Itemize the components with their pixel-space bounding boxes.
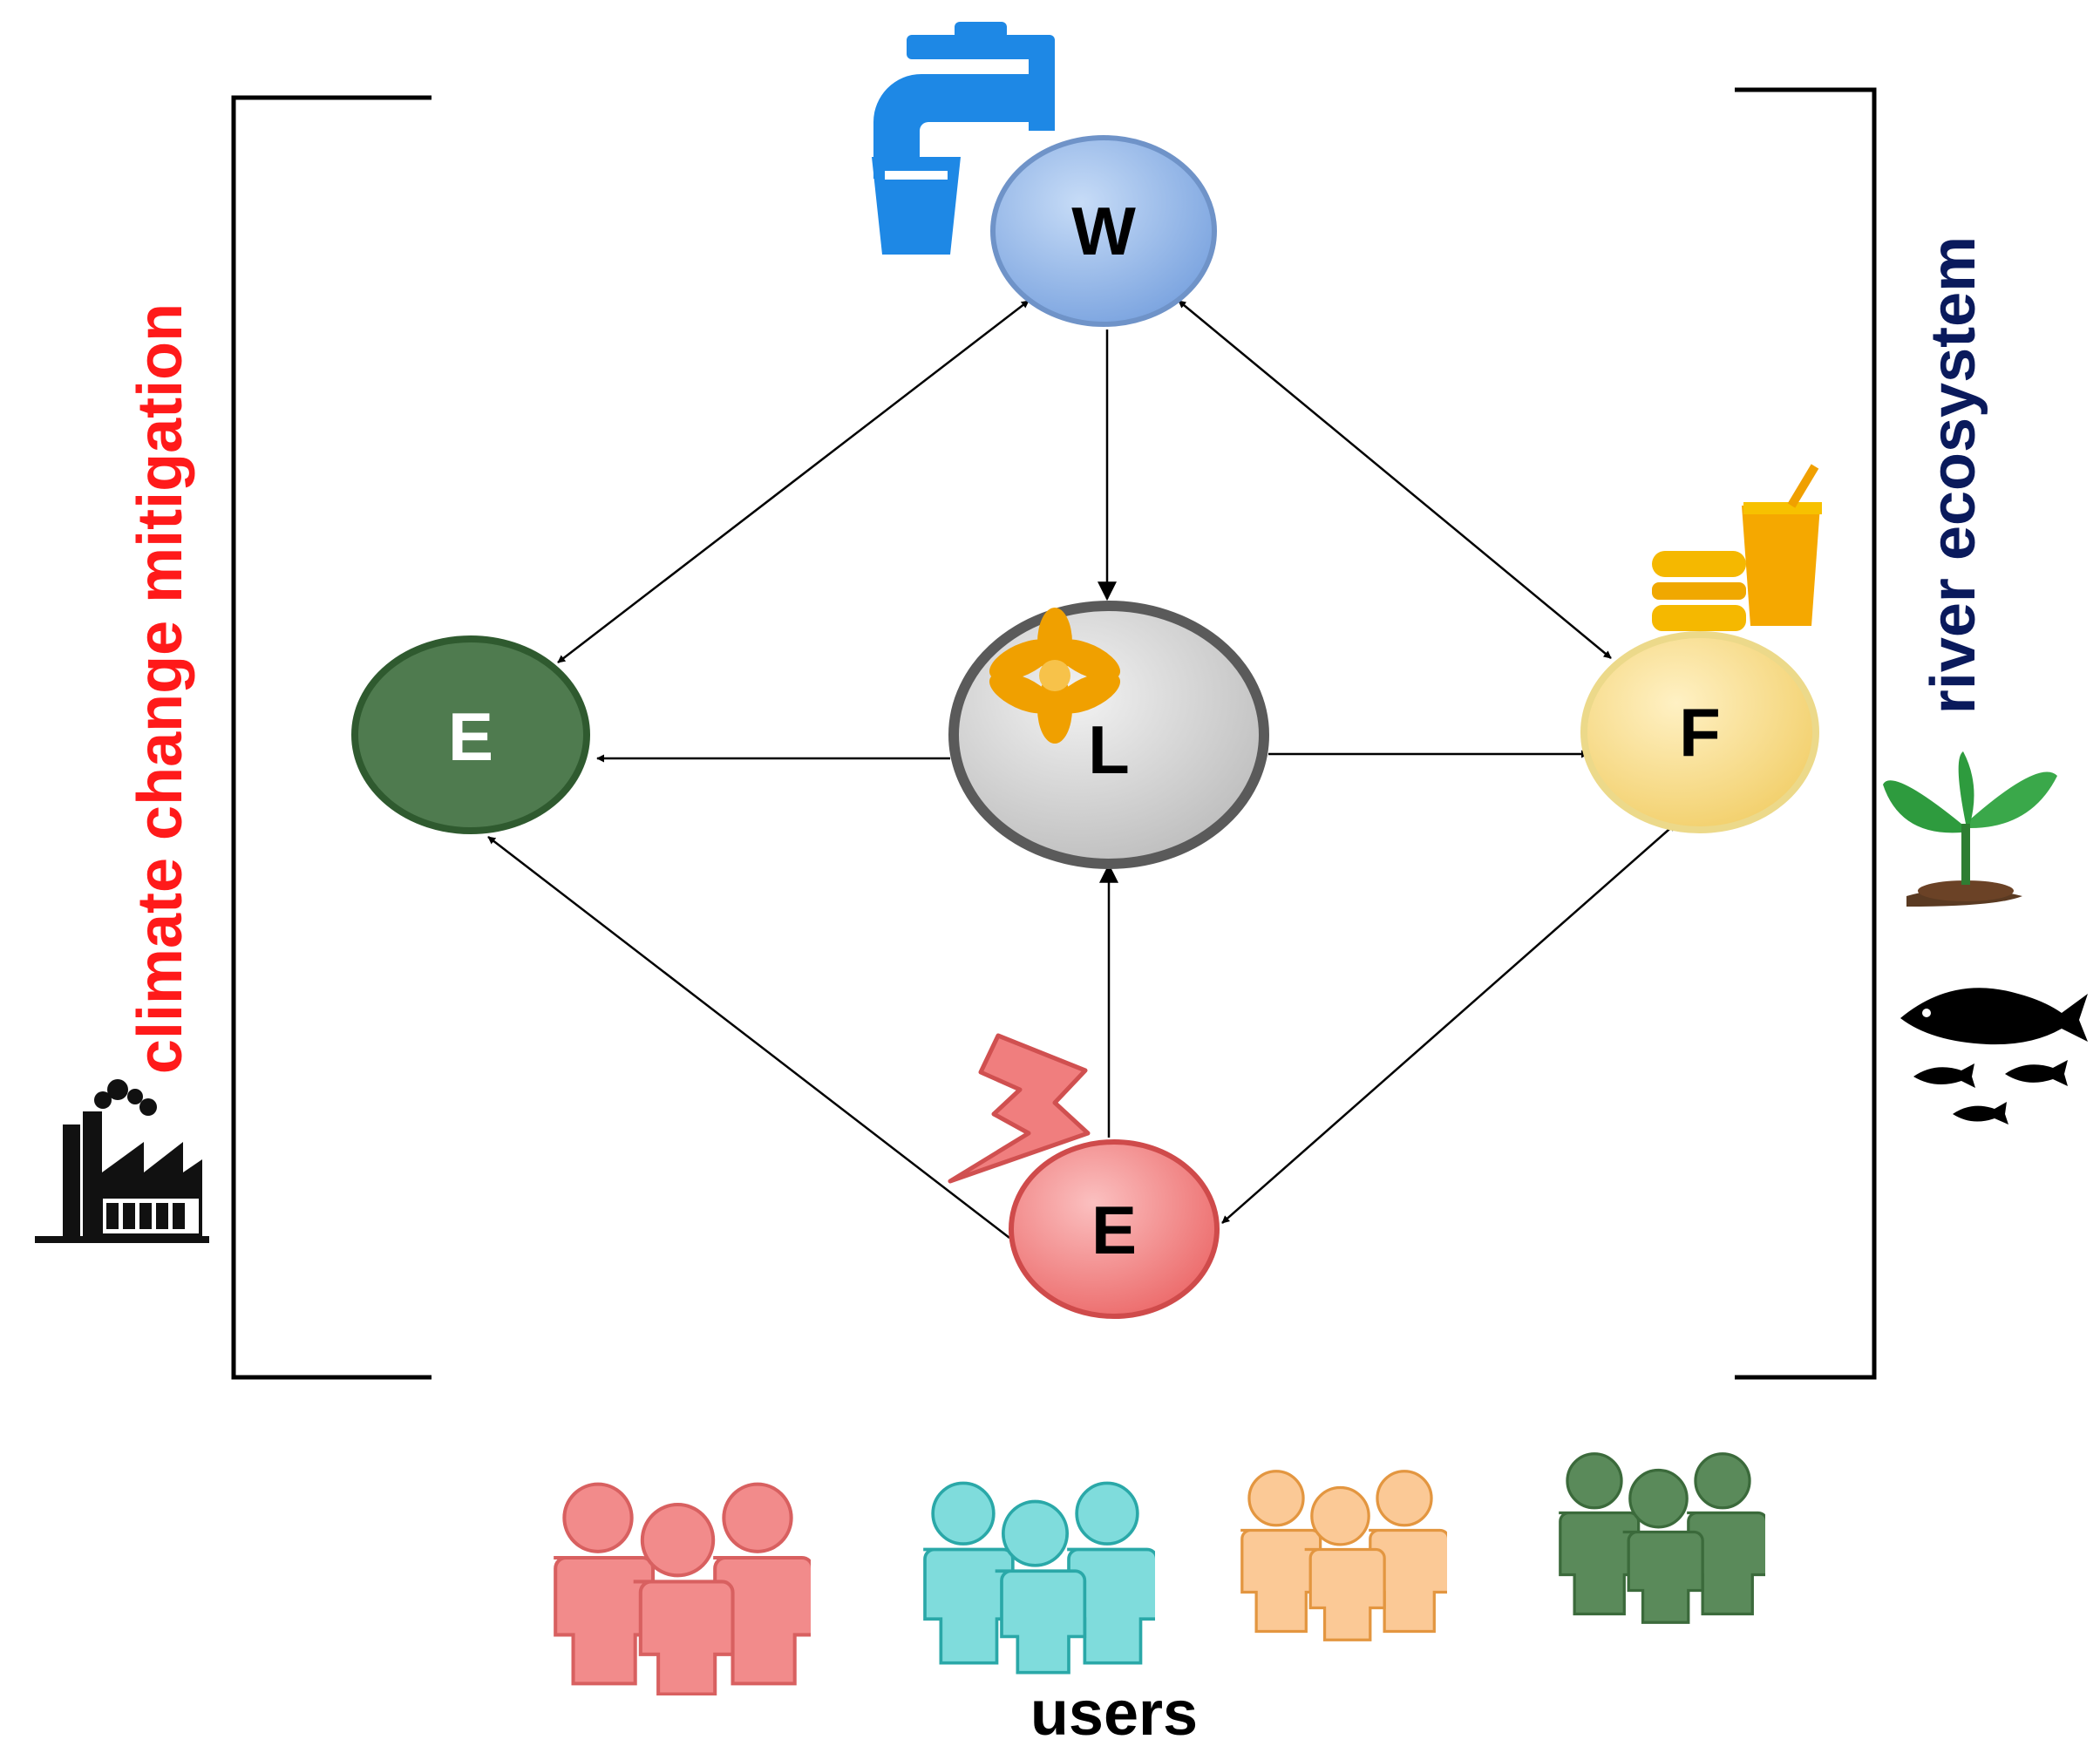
connections — [487, 300, 1676, 1239]
left-side-label: climate change mitigation — [126, 303, 195, 1074]
edge-energy-environment — [487, 836, 1010, 1239]
node-energy: E — [1009, 1139, 1220, 1319]
plant-sprout-icon — [1883, 751, 2057, 907]
node-energy-label: E — [1091, 1192, 1137, 1268]
users-label: users — [1030, 1679, 1198, 1749]
right-bracket — [1735, 87, 1877, 1380]
node-land: L — [948, 601, 1269, 869]
node-food: F — [1580, 631, 1819, 833]
fish-icon — [1900, 988, 2088, 1125]
lotus-icon — [989, 608, 1121, 744]
factory-icon — [35, 1079, 209, 1243]
left-bracket — [231, 95, 432, 1380]
edge-environment-water — [557, 300, 1030, 663]
edge-energy-food — [1221, 823, 1676, 1224]
water-tap-icon — [872, 22, 1055, 255]
right-side-label: river ecosystem — [1919, 236, 1988, 714]
food-drink-icon — [1652, 464, 1822, 631]
lightning-icon — [948, 1033, 1091, 1184]
node-environment-label: E — [448, 698, 493, 775]
node-water: W — [990, 135, 1217, 327]
node-environment: E — [351, 635, 590, 834]
node-food-label: F — [1679, 694, 1721, 771]
node-water-label: W — [1071, 193, 1136, 269]
edge-water-food — [1178, 300, 1612, 659]
users-group-icon — [554, 1451, 1765, 1695]
node-land-label: L — [1088, 711, 1130, 788]
